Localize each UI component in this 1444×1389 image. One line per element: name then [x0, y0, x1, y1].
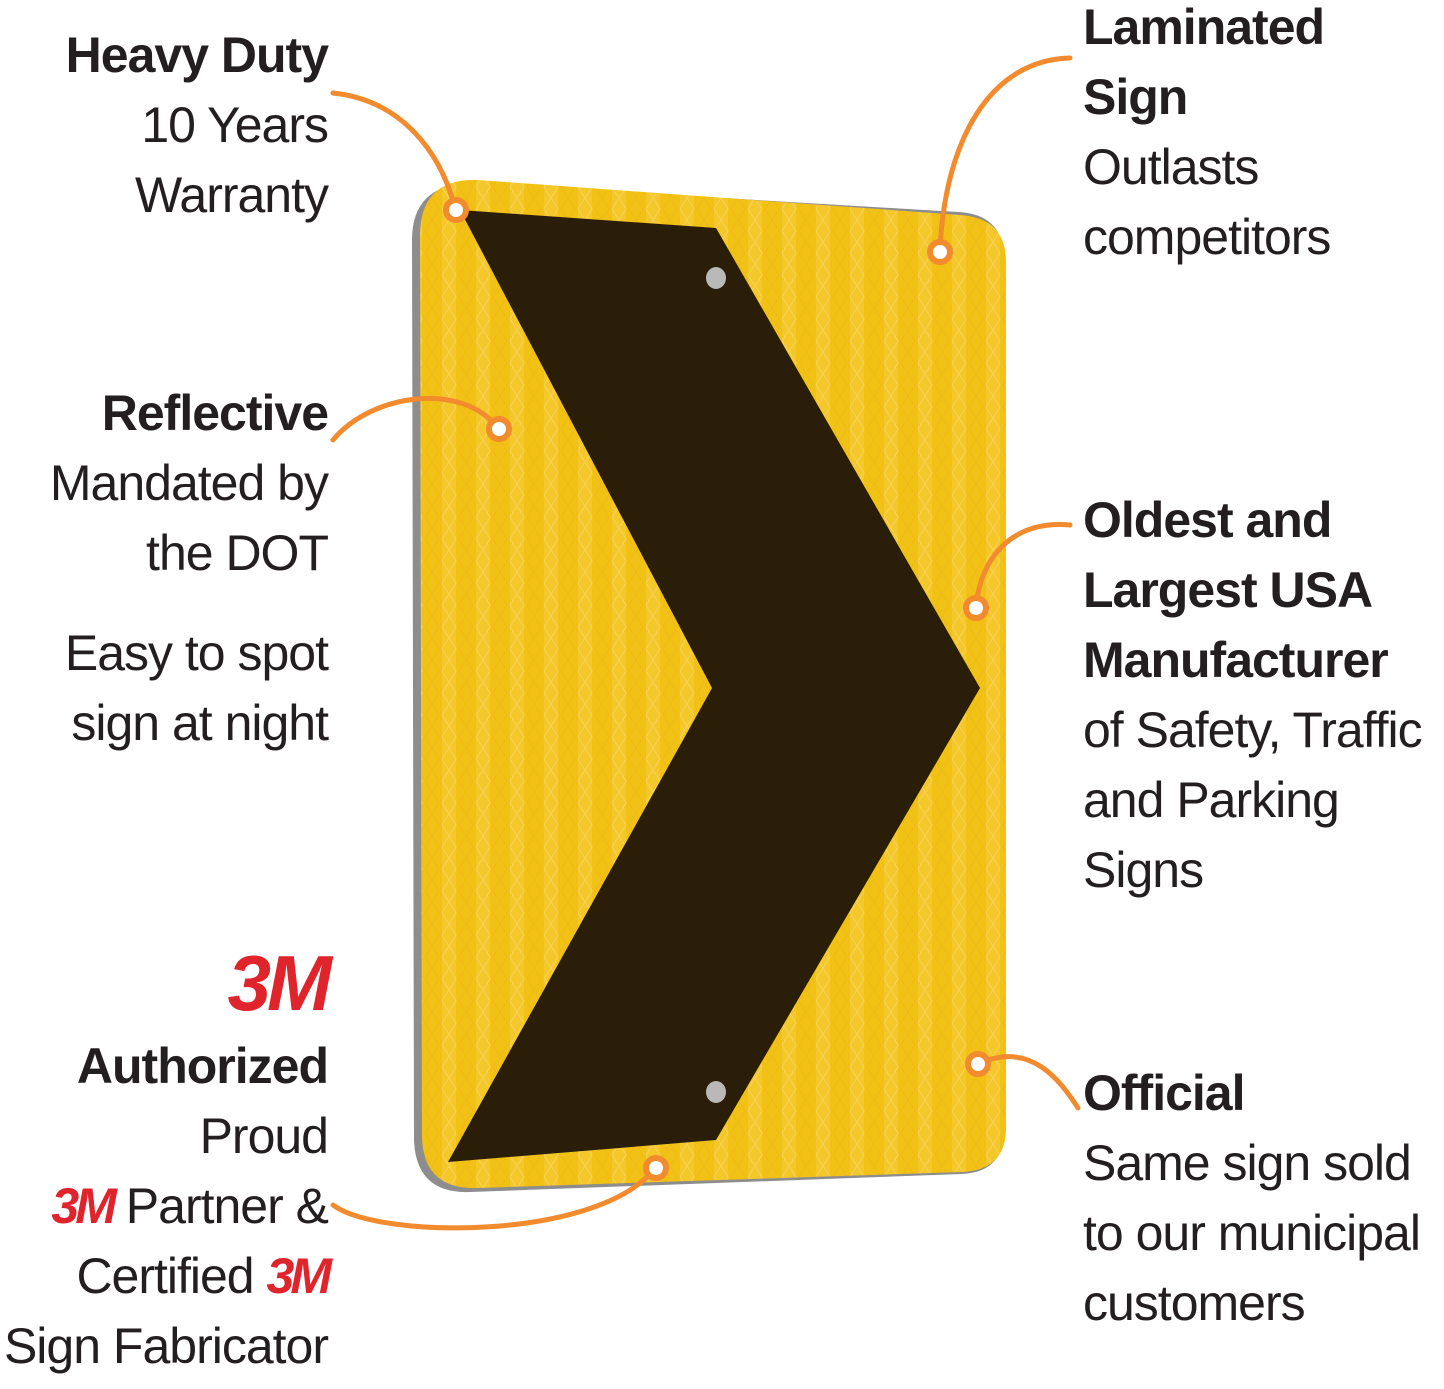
callout-official: Official Same sign sold to our municipal… — [1083, 1058, 1421, 1338]
heavy-duty-title: Heavy Duty — [65, 27, 329, 83]
callout-line-oldest — [973, 522, 1073, 610]
oldest-title3: Manufacturer — [1083, 632, 1389, 688]
callout-dot-reflective — [486, 416, 512, 442]
laminated-title2: Sign — [1083, 69, 1188, 125]
authorized-line4: Sign Fabricator — [3, 1318, 329, 1374]
callout-dot-official — [965, 1051, 991, 1077]
callout-reflective: Reflective Mandated by the DOT Easy to s… — [49, 378, 329, 758]
callout-oldest: Oldest and Largest USA Manufacturer of S… — [1083, 485, 1423, 905]
callout-heavy-duty: Heavy Duty 10 Years Warranty — [65, 20, 329, 230]
callout-dot-oldest — [963, 595, 989, 621]
callout-line-reflective — [330, 396, 501, 443]
laminated-title1: Laminated — [1083, 0, 1325, 55]
callout-line-laminated — [937, 55, 1073, 253]
reflective-line4: sign at night — [71, 695, 329, 751]
authorized-line2: 3M Partner & — [4, 1171, 329, 1241]
callout-authorized: 3M Authorized Proud 3M Partner & Certifi… — [3, 935, 332, 1381]
3m-logo-inline: 3M — [51, 1178, 116, 1234]
callout-dot-laminated — [927, 239, 953, 265]
callout-line-official — [975, 1054, 1081, 1111]
callout-line-authorized — [330, 1165, 658, 1231]
mounting-hole-bottom — [706, 1081, 726, 1103]
reflective-title: Reflective — [101, 385, 329, 441]
callout-dot-authorized — [643, 1155, 669, 1181]
mounting-hole-top — [706, 267, 726, 289]
laminated-line1: Outlasts — [1083, 139, 1259, 195]
authorized-title: Authorized — [76, 1038, 329, 1094]
laminated-line2: competitors — [1083, 209, 1331, 265]
3m-logo-inline-2: 3M — [266, 1248, 332, 1304]
chevron-right-icon — [448, 210, 980, 1162]
authorized-line3: Certified 3M — [4, 1241, 332, 1311]
official-line3: customers — [1083, 1275, 1306, 1331]
callout-line-heavy-duty — [330, 90, 458, 211]
oldest-line2: and Parking — [1083, 772, 1340, 828]
callout-laminated: Laminated Sign Outlasts competitors — [1083, 0, 1331, 272]
official-title: Official — [1083, 1065, 1245, 1121]
reflective-line1: Mandated by — [49, 455, 329, 511]
3m-logo: 3M — [227, 939, 332, 1027]
oldest-line1: of Safety, Traffic — [1083, 702, 1423, 758]
oldest-line3: Signs — [1083, 842, 1204, 898]
authorized-line1: Proud — [199, 1108, 329, 1164]
authorized-line3-text: Certified — [76, 1248, 254, 1304]
reflective-line2: the DOT — [146, 525, 329, 581]
official-line2: to our municipal — [1083, 1205, 1421, 1261]
official-line1: Same sign sold — [1083, 1135, 1412, 1191]
reflective-line3: Easy to spot — [64, 625, 329, 681]
callout-dot-heavy-duty — [443, 197, 469, 223]
oldest-title1: Oldest and — [1083, 492, 1332, 548]
oldest-title2: Largest USA — [1083, 562, 1373, 618]
authorized-line2-text: Partner & — [125, 1178, 329, 1234]
heavy-duty-line2: Warranty — [135, 167, 329, 223]
heavy-duty-line1: 10 Years — [141, 97, 329, 153]
